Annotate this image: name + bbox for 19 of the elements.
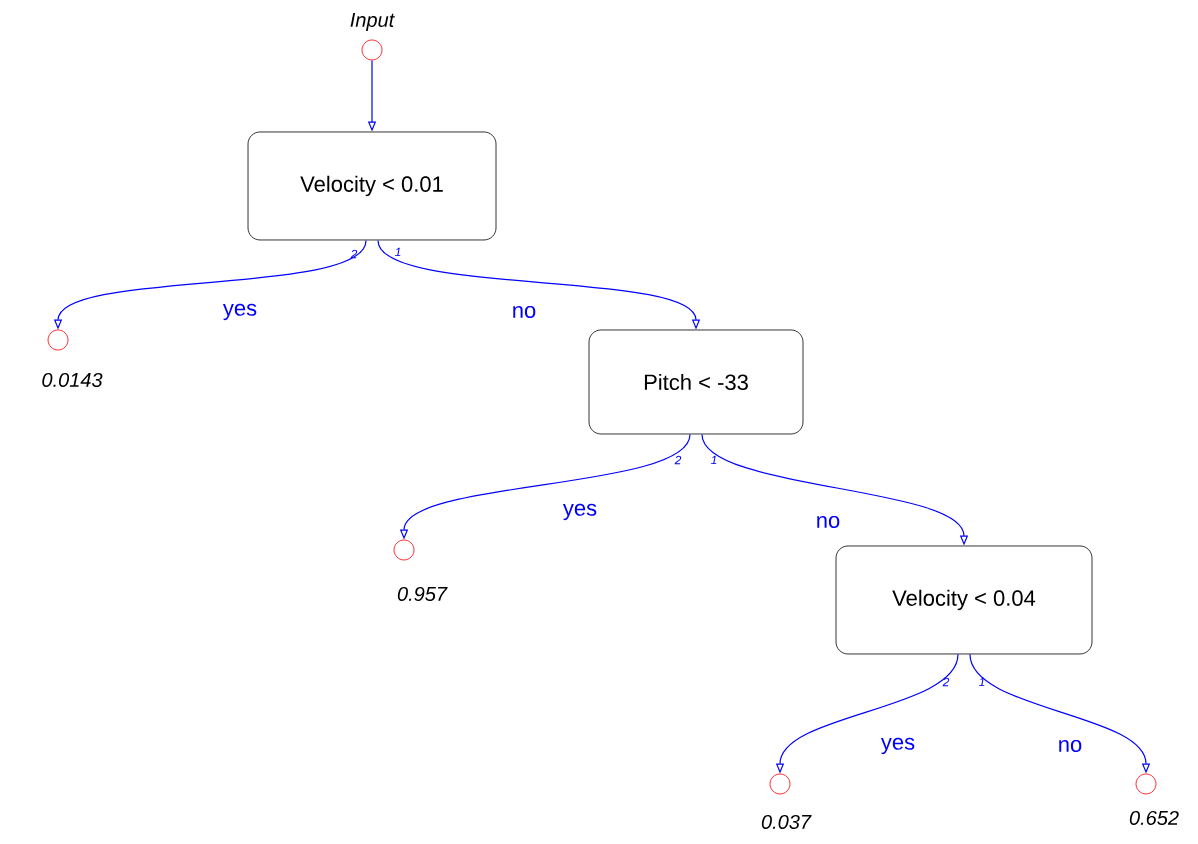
node-caption: 0.652 — [1129, 810, 1179, 826]
edge-label: no — [813, 513, 843, 530]
leaf-circle — [769, 773, 791, 795]
edge-label: no — [509, 303, 539, 320]
edge-label: no — [1055, 737, 1085, 754]
node-caption: Input — [350, 13, 395, 31]
leaf-circle — [47, 329, 69, 351]
leaf-circle — [361, 39, 383, 61]
edge-label: yes — [878, 735, 918, 757]
decision-box: Velocity < 0.04 — [835, 545, 1093, 655]
decision-box: Pitch < -33 — [588, 329, 804, 435]
edge-label: yes — [220, 301, 260, 323]
decision-box: Velocity < 0.01 — [247, 131, 497, 241]
node-caption: 0.0143 — [42, 372, 103, 388]
leaf-circle — [1135, 773, 1157, 795]
edge-label: yes — [560, 501, 600, 523]
leaf-circle — [393, 539, 415, 561]
node-caption: 0.957 — [397, 586, 448, 602]
node-caption: 0.037 — [761, 814, 812, 830]
